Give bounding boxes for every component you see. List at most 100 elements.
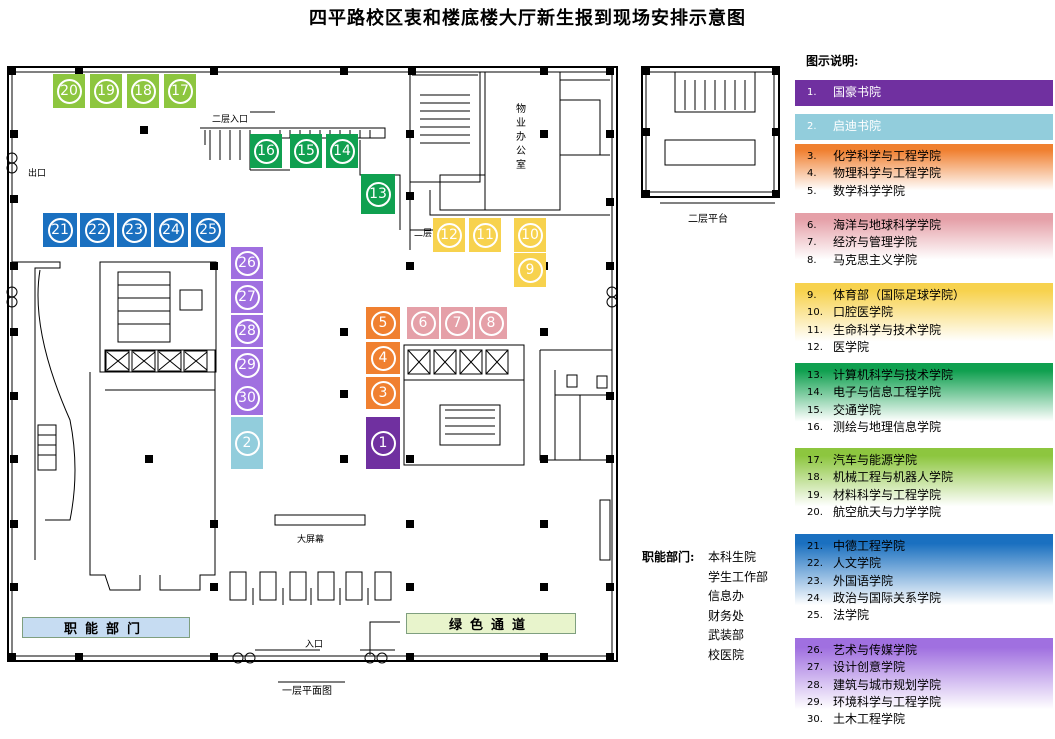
booth-20: 20 — [53, 74, 85, 108]
booth-number: 15 — [293, 138, 319, 164]
booth-number: 14 — [329, 138, 355, 164]
legend-college-name: 设计创意学院 — [833, 660, 906, 675]
booth-number: 21 — [47, 217, 73, 243]
legend-row: 26. 艺术与传媒学院 — [807, 642, 1053, 659]
legend-row: 6.海洋与地球科学学院 — [807, 217, 1053, 234]
legend-row: 2. 启迪书院 — [807, 118, 1053, 135]
booth-27: 27 — [231, 281, 263, 313]
department-item: 信息办 — [708, 589, 745, 603]
booth-number: 28 — [234, 318, 260, 344]
legend-college-name: 土木工程学院 — [833, 712, 906, 727]
booth-14: 14 — [326, 134, 358, 168]
legend-row: 29.环境科学与工程学院 — [807, 694, 1053, 711]
legend-college-name: 艺术与传媒学院 — [833, 643, 918, 657]
booth-number: 22 — [84, 217, 110, 243]
legend-number: 23. — [807, 575, 823, 587]
legend-number: 28. — [807, 679, 823, 691]
booth-4: 4 — [366, 342, 400, 374]
booth-number: 20 — [56, 78, 82, 104]
legend-group: 2. 启迪书院 — [795, 114, 1053, 140]
legend-row: 5.数学科学学院 — [807, 183, 1053, 200]
legend-number: 4. — [807, 168, 817, 180]
legend-row: 25.法学院 — [807, 607, 1053, 624]
legend-row: 15.交通学院 — [807, 402, 1053, 419]
legend-number: 9. — [807, 290, 817, 301]
booth-number: 24 — [158, 217, 184, 243]
booth-3: 3 — [366, 377, 400, 409]
legend-row: 22.人文学院 — [807, 555, 1053, 572]
booth-21: 21 — [43, 213, 77, 247]
legend-college-name: 机械工程与机器人学院 — [833, 470, 954, 485]
departments-heading: 职能部门: — [642, 550, 695, 564]
legend-college-name: 启迪书院 — [833, 119, 882, 133]
booth-6: 6 — [407, 307, 439, 339]
booth-number: 11 — [472, 222, 498, 248]
booth-11: 11 — [469, 218, 501, 252]
legend-row: 27.设计创意学院 — [807, 659, 1053, 676]
booth-12: 12 — [433, 218, 465, 252]
legend-row: 10.口腔医学院 — [807, 304, 1053, 321]
booth-number: 29 — [234, 352, 260, 378]
legend-college-name: 生命科学与技术学院 — [833, 322, 942, 337]
legend-number: 12. — [807, 341, 823, 353]
legend-number: 16. — [807, 421, 823, 433]
legend-college-name: 法学院 — [833, 608, 870, 623]
booth-2: 2 — [231, 417, 263, 469]
booth-number: 6 — [410, 310, 436, 336]
legend-college-name: 计算机科学与技术学院 — [833, 368, 954, 382]
legend-college-name: 物理科学与工程学院 — [833, 166, 942, 181]
booth-19: 19 — [90, 74, 122, 108]
legend-row: 4. 物理科学与工程学院 — [807, 165, 1053, 182]
legend-college-name: 马克思主义学院 — [833, 252, 918, 267]
page-title: 四平路校区衷和楼底楼大厅新生报到现场安排示意图 — [309, 8, 746, 29]
department-item: 本科生院 — [708, 550, 757, 564]
department-item: 校医院 — [708, 647, 745, 662]
booth-26: 26 — [231, 247, 263, 279]
legend-college-name: 医学院 — [833, 339, 870, 354]
booth-number: 18 — [130, 78, 156, 104]
legend-number: 6. — [807, 220, 817, 231]
green-channel-bar: 绿色通道 — [406, 613, 576, 634]
legend-row: 24.政治与国际关系学院 — [807, 590, 1053, 607]
legend-college-name: 测绘与地理信息学院 — [833, 419, 942, 434]
legend-college-name: 人文学院 — [833, 556, 882, 571]
legend-number: 10. — [807, 307, 823, 319]
legend-number: 20. — [807, 506, 823, 518]
booth-30: 30 — [231, 381, 263, 415]
booth-number: 25 — [195, 217, 221, 243]
legend-group: 1.国豪书院 — [795, 80, 1053, 106]
booth-25: 25 — [191, 213, 225, 247]
legend-college-name: 材料科学与工程学院 — [833, 487, 942, 502]
booth-29: 29 — [231, 349, 263, 381]
booth-10: 10 — [514, 218, 546, 252]
booth-number: 8 — [478, 310, 504, 336]
departments-list: 本科生院 学生工作部 信息办 财务处 武装部 校医院 — [708, 548, 768, 665]
booth-17: 17 — [164, 74, 196, 108]
functional-zone-bar: 职能部门 — [22, 617, 190, 638]
legend-number: 21. — [807, 541, 823, 552]
legend-number: 2. — [807, 121, 817, 132]
exit-label: 出口 — [28, 169, 47, 179]
legend-number: 3. — [807, 151, 817, 162]
legend-row: 23. 外国语学院 — [807, 573, 1053, 590]
legend-number: 26. — [807, 645, 823, 656]
booth-24: 24 — [154, 213, 188, 247]
legend-row: 12. 医学院 — [807, 339, 1053, 356]
booth-number: 17 — [167, 78, 193, 104]
legend-row: 11. 生命科学与技术学院 — [807, 322, 1053, 339]
legend-row: 7.经济与管理学院 — [807, 234, 1053, 251]
legend-row: 16. 测绘与地理信息学院 — [807, 419, 1053, 436]
legend-number: 11. — [807, 324, 823, 336]
legend-number: 18. — [807, 472, 823, 484]
legend-college-name: 经济与管理学院 — [833, 235, 918, 250]
booth-8: 8 — [475, 307, 507, 339]
legend-college-name: 外国语学院 — [833, 573, 894, 588]
legend-row: 30.土木工程学院 — [807, 711, 1053, 728]
legend-number: 13. — [807, 370, 823, 381]
legend-row: 8.马克思主义学院 — [807, 252, 1053, 269]
